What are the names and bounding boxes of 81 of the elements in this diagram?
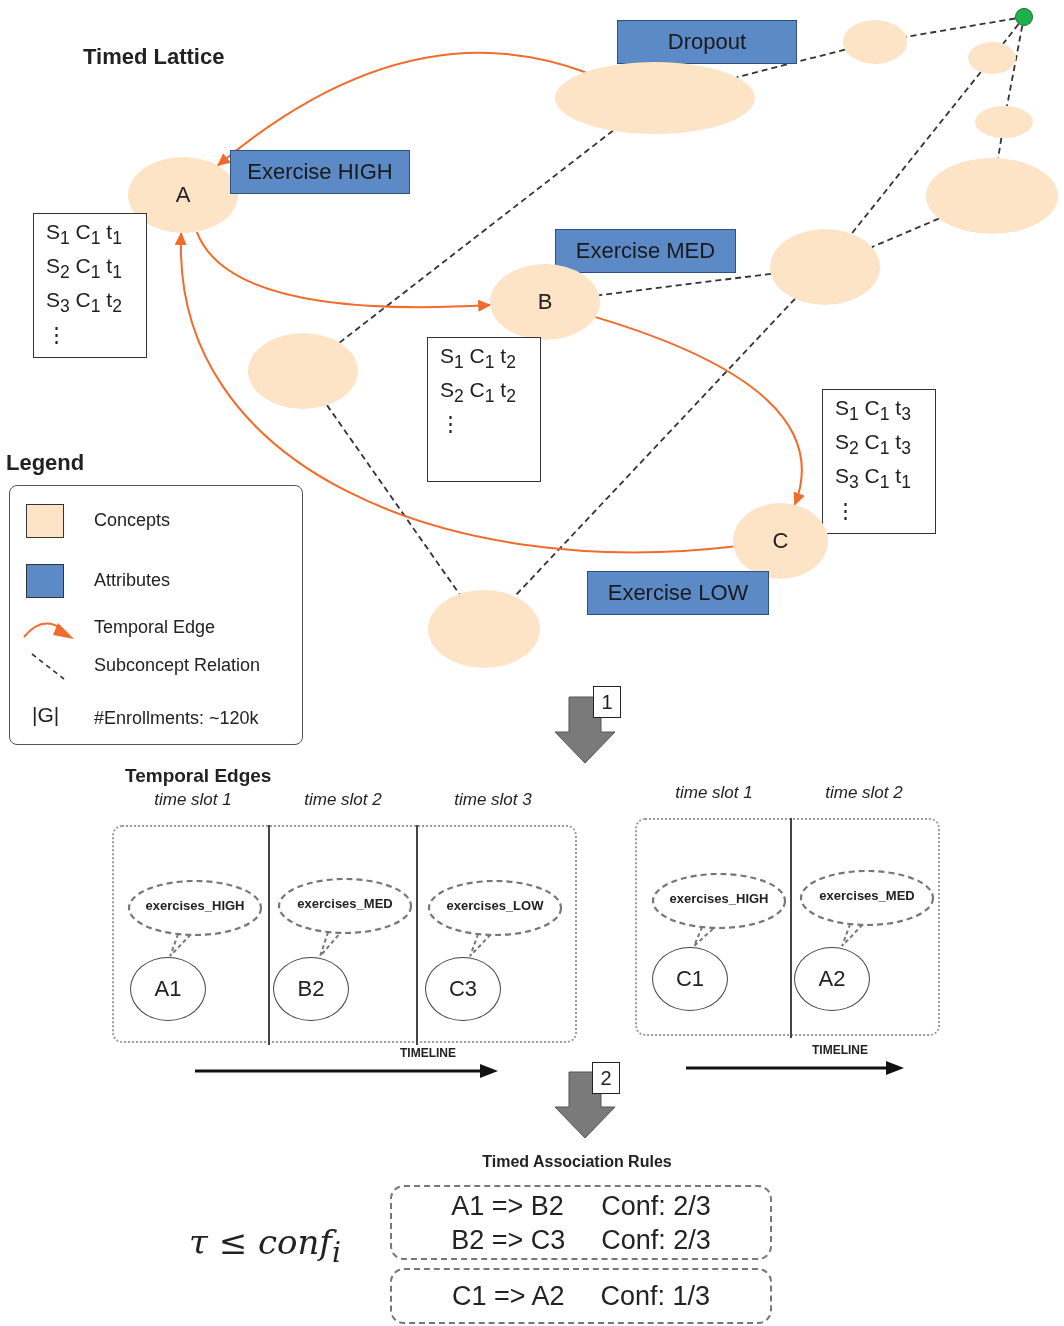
bubble-text: exercises_MED [819,888,915,903]
slot-heading: time slot 1 [154,790,232,810]
slot-heading: time slot 2 [304,790,382,810]
bubble-text: exercises_HIGH [669,891,769,906]
table-row-text: ⋮ [46,321,67,348]
concept-ellipse [843,20,907,64]
arrow [594,316,804,506]
dashed-line [598,272,772,297]
section-heading: Temporal Edges [125,765,272,787]
concept-ellipse [968,42,1016,74]
confidence-text: Conf: 1/3 [600,1280,711,1313]
dashed-line [513,297,796,598]
bubble-text: exercises_HIGH [145,898,245,913]
table-row-text: S$_{2}$ C$_{1}$ t$_{2}$ [440,377,516,409]
table-row-text: S$_{2}$ C$_{1}$ t$_{3}$ [835,429,911,461]
dashed-line [326,404,461,595]
arrow [175,232,735,553]
dashed-line [870,217,940,248]
speech-bubble [799,869,935,947]
table-row-text: S$_{2}$ C$_{1}$ t$_{1}$ [46,253,122,285]
table-row-text: S$_{1}$ C$_{1}$ t$_{1}$ [46,219,122,251]
legend-text: Attributes [94,570,171,591]
event-circle: C1 [652,947,728,1011]
table-row-text: S$_{1}$ C$_{1}$ t$_{2}$ [440,343,516,375]
slot-heading: time slot 2 [825,783,903,803]
confidence-text: Conf: 2/3 [601,1223,711,1257]
dashed-line [850,71,982,235]
table-row-text: S$_{1}$ C$_{1}$ t$_{3}$ [835,395,911,427]
event-circle: C3 [425,957,501,1021]
attribute-box: Dropout [617,20,797,64]
rule-text: A1 => B2 [451,1189,565,1223]
legend-text: Subconcept Relation [94,655,261,676]
arrow [216,52,587,167]
dashed-line [338,129,614,344]
table-row-text: ⋮ [440,411,461,438]
axis-label: TIMELINE [812,1043,868,1057]
event-circle: A1 [130,957,206,1021]
extent-table [33,213,147,358]
event-circle: A2 [794,947,870,1011]
dashed-line [735,48,846,79]
section-heading: Legend [6,450,85,476]
section-heading: Timed Association Rules [482,1153,672,1171]
table-row-text: S$_{3}$ C$_{1}$ t$_{2}$ [46,287,122,319]
slot-heading: time slot 3 [454,790,532,810]
top-node-dot [1015,8,1033,26]
step-number: 2 [592,1062,620,1094]
arrow [195,230,492,312]
table-row-text: S$_{3}$ C$_{1}$ t$_{1}$ [835,463,911,495]
speech-bubble [427,879,563,957]
dashed-line [1002,23,1020,45]
legend-text: #Enrollments: ~120k [94,708,259,729]
slot-heading: time slot 1 [675,783,753,803]
event-circle: B2 [273,957,349,1021]
attribute-box: Exercise LOW [587,571,769,615]
legend-text: Temporal Edge [94,617,216,638]
step-number: 1 [593,686,621,718]
dashed-line [1006,24,1024,107]
bubble-text: exercises_MED [297,896,393,911]
timeline-panel [112,825,577,1043]
attribute-box: Exercise HIGH [230,150,410,194]
rule-text: C1 => A2 [451,1280,565,1313]
speech-bubble [651,872,787,947]
extent-table [822,389,936,534]
concept-ellipse [975,106,1033,138]
legend-symbol: |G| [32,703,60,727]
diagram-title: Timed Lattice [83,44,225,70]
axis-label: TIMELINE [400,1046,456,1060]
bubble-text: exercises_LOW [446,898,544,913]
rule-text: B2 => C3 [451,1223,566,1257]
concept-ellipse: A [128,157,238,233]
confidence-text: Conf: 2/3 [601,1189,711,1223]
speech-bubble [277,877,413,957]
timeline-panel [635,818,940,1036]
speech-bubble [127,879,263,957]
attribute-box: Exercise MED [555,229,736,273]
legend-text: Concepts [94,510,171,531]
concept-ellipse: C [733,503,828,579]
table-row-text: ⋮ [835,497,856,524]
extent-table [427,337,541,482]
concept-ellipse: B [490,264,600,340]
formula: τ ≤ conf$_{i}$ [189,1222,341,1269]
